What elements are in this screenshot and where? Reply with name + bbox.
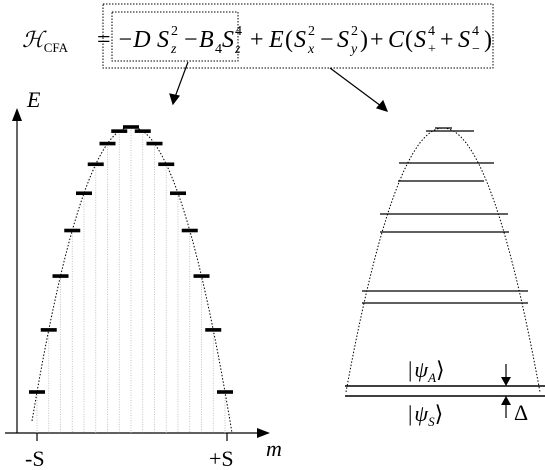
spin-S-4: S	[337, 27, 349, 53]
m-level	[123, 125, 139, 129]
sup-2-3: 2	[308, 24, 315, 39]
hamiltonian-subscript: CFA	[44, 40, 69, 55]
equals-sign: =	[97, 27, 111, 53]
axial-terms-box	[111, 11, 239, 62]
m-level	[193, 274, 210, 278]
minus-sign-1: −	[184, 27, 198, 53]
sub-z-1: z	[170, 42, 177, 57]
sup-4-5: 4	[428, 24, 435, 39]
m-level	[181, 228, 198, 233]
split-level-lines	[362, 127, 528, 304]
spin-S-3: S	[294, 27, 306, 53]
close-paren-1: )	[360, 27, 368, 53]
tunnel-parabola	[345, 127, 541, 393]
m-level	[40, 328, 57, 332]
pointer-arrows	[169, 61, 389, 112]
m-level	[87, 162, 104, 167]
open-paren-2: (	[405, 27, 413, 53]
right-panel: |ψA⟩ |ψS⟩ Δ	[345, 127, 545, 429]
sub-y: y	[349, 42, 358, 57]
full-hamiltonian-box	[102, 3, 494, 69]
spin-S-6: S	[458, 27, 470, 53]
hamiltonian-symbol: ℋ	[22, 27, 47, 52]
m-level	[29, 390, 45, 394]
energy-parabola	[31, 126, 233, 433]
sup-2-4: 2	[351, 24, 358, 39]
delta-arrowhead-bottom	[501, 396, 511, 405]
m-level	[111, 129, 128, 133]
spin-S-2: S	[222, 27, 234, 53]
coeff-C: C	[388, 27, 405, 53]
plus-sign-2: +	[370, 27, 384, 53]
coeff-E: E	[268, 27, 284, 53]
m-level	[146, 141, 163, 146]
m-level	[170, 191, 186, 196]
m-level	[158, 162, 175, 167]
psi-S-label: |ψS⟩	[408, 401, 443, 429]
m-level	[52, 274, 69, 278]
arrowhead-left	[169, 93, 181, 106]
m-level	[205, 328, 222, 332]
m-level	[99, 141, 116, 146]
arrowhead-right	[375, 99, 389, 112]
spin-S-5: S	[414, 27, 426, 53]
coeff-B: B	[199, 27, 214, 53]
sub-4-B: 4	[215, 42, 222, 57]
sup-2-1: 2	[171, 24, 178, 39]
energy-axis-label: E	[26, 87, 41, 112]
term-minus-D: −D	[117, 27, 151, 53]
y-axis-arrowhead	[12, 108, 22, 121]
delta-arrowhead-top	[501, 377, 511, 386]
sup-4-6: 4	[472, 24, 479, 39]
minus-sign-2: −	[320, 27, 334, 53]
psi-A-label: |ψA⟩	[408, 357, 445, 385]
arrow-to-right-panel	[329, 67, 382, 107]
sub-minus: −	[472, 42, 480, 57]
spin-S-1: S	[157, 27, 169, 53]
close-paren-2: )	[484, 27, 492, 53]
sub-x: x	[307, 42, 315, 57]
m-axis-label: m	[266, 436, 282, 461]
plus-sign-3: +	[440, 27, 454, 53]
max-S-label: +S	[209, 446, 234, 470]
m-level	[64, 228, 81, 233]
left-panel: E m -S +S	[5, 87, 282, 470]
delta-label: Δ	[514, 400, 528, 425]
vertical-guide-lines	[36, 130, 226, 433]
m-level	[76, 191, 92, 196]
plus-sign-1: +	[250, 27, 264, 53]
m-level	[134, 129, 151, 133]
hamiltonian-equation: ℋCFA = −D S z 2 − B 4 S z 4 + E ( S x 2 …	[22, 3, 494, 69]
min-S-label: -S	[25, 446, 45, 470]
m-level	[217, 390, 233, 394]
arrow-to-left-panel	[174, 61, 189, 98]
sub-plus: +	[428, 42, 436, 57]
x-axis-arrowhead	[257, 428, 270, 438]
m-level-markers	[29, 125, 233, 394]
svg-text:ℋCFA: ℋCFA	[22, 27, 69, 55]
open-paren-1: (	[285, 27, 293, 53]
